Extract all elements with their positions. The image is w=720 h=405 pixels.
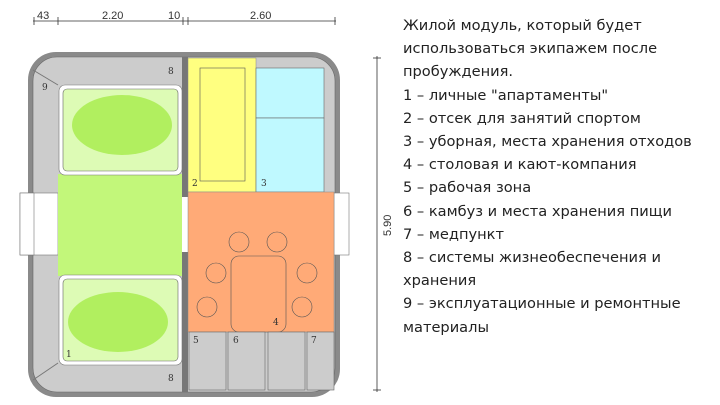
sleeper-bottom-icon [68, 292, 168, 352]
label-5: 5 [193, 336, 199, 346]
label-9: 9 [42, 83, 48, 93]
legend-item: 8 – системы жизнеобеспечения и хранения [403, 249, 661, 290]
top-dimension-line [33, 17, 336, 25]
side-dimension-line [373, 56, 381, 392]
right-hatch [333, 192, 350, 256]
dim-2-60: 2.60 [250, 10, 271, 22]
zone-1-corridor [58, 174, 182, 276]
inner-passage [182, 197, 188, 252]
legend: Жилой модуль, который будет использовать… [403, 14, 718, 339]
dim-10: 10 [168, 10, 180, 22]
zone-3-toilet [255, 67, 325, 119]
exercise-equipment [199, 67, 246, 182]
legend-item: 4 – столовая и кают-компания [403, 156, 637, 174]
legend-item: 7 – медпункт [403, 225, 504, 243]
legend-item: 5 – рабочая зона [403, 179, 532, 197]
sleeper-top-icon [72, 95, 172, 155]
legend-item: 6 – камбуз и места хранения пищи [403, 202, 672, 220]
label-2: 2 [192, 179, 198, 189]
dim-43: 43 [37, 10, 49, 22]
left-hatch-outer [19, 192, 35, 256]
dim-5-90: 5.90 [382, 215, 394, 236]
label-4: 4 [273, 318, 279, 328]
floor-plan: 43 2.20 10 2.60 5.90 1 2 3 4 5 6 [19, 10, 394, 397]
bottom-compartments [188, 331, 335, 391]
label-8-bottom: 8 [168, 374, 174, 384]
zone-2-fitness [187, 57, 257, 193]
crew-seats-icon [196, 231, 318, 318]
dim-2-20: 2.20 [102, 10, 123, 22]
corner-line [32, 362, 59, 381]
label-3: 3 [261, 179, 267, 189]
legend-item: 2 – отсек для занятий спортом [403, 109, 641, 127]
legend-item: 9 – эксплуатационные и ремонтные материа… [403, 295, 681, 336]
label-7: 7 [311, 336, 317, 346]
legend-title: Жилой модуль, который будет использовать… [403, 17, 658, 81]
label-8-top: 8 [168, 67, 174, 77]
legend-item: 1 – личные "апартаменты" [403, 86, 609, 104]
label-1: 1 [66, 350, 72, 360]
corner-line [32, 69, 59, 86]
legend-item: 3 – уборная, места хранения отходов [403, 133, 692, 151]
label-6: 6 [233, 336, 239, 346]
